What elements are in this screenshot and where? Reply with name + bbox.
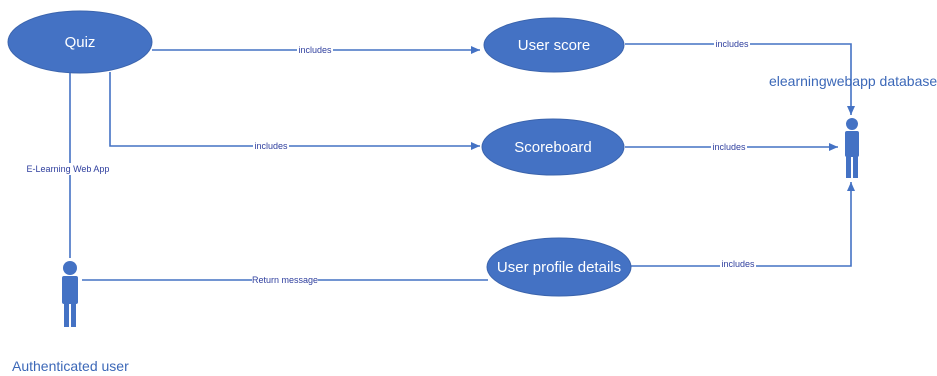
user-figure-icon <box>62 261 78 327</box>
edge-label-scoreboard-database: includes <box>712 142 746 152</box>
edge-label-user-score-database: includes <box>715 39 749 49</box>
edge-profile-database <box>630 182 855 267</box>
edge-quiz-scoreboard <box>109 72 480 150</box>
system-label: E-Learning Web App <box>27 164 110 174</box>
use-case-scoreboard[interactable]: Scoreboard <box>481 118 625 176</box>
use-case-quiz[interactable]: Quiz <box>7 10 153 74</box>
use-case-user-profile-details[interactable]: User profile details <box>486 237 632 297</box>
edge-label-quiz-user-score: includes <box>298 45 332 55</box>
use-case-scoreboard-label: Scoreboard <box>514 139 592 156</box>
connectors <box>69 43 855 281</box>
use-case-user-score-label: User score <box>518 37 591 54</box>
actor-authenticated-user-label: Authenticated user <box>12 358 129 374</box>
edge-label-quiz-scoreboard: includes <box>254 141 288 151</box>
edge-label-profile-user: Return message <box>252 275 318 285</box>
actor-authenticated-user[interactable]: Authenticated user <box>12 261 129 374</box>
edge-user-score-database <box>625 43 855 115</box>
actor-database-label: elearningwebapp database <box>769 73 937 89</box>
database-figure-icon <box>845 118 859 178</box>
use-case-user-profile-details-label: User profile details <box>497 259 621 276</box>
use-case-user-score[interactable]: User score <box>483 17 625 73</box>
use-case-quiz-label: Quiz <box>65 34 96 51</box>
edge-label-profile-database: includes <box>721 259 755 269</box>
edge-labels: includes includes includes includes incl… <box>26 38 756 286</box>
actor-database[interactable]: elearningwebapp database <box>769 73 937 178</box>
